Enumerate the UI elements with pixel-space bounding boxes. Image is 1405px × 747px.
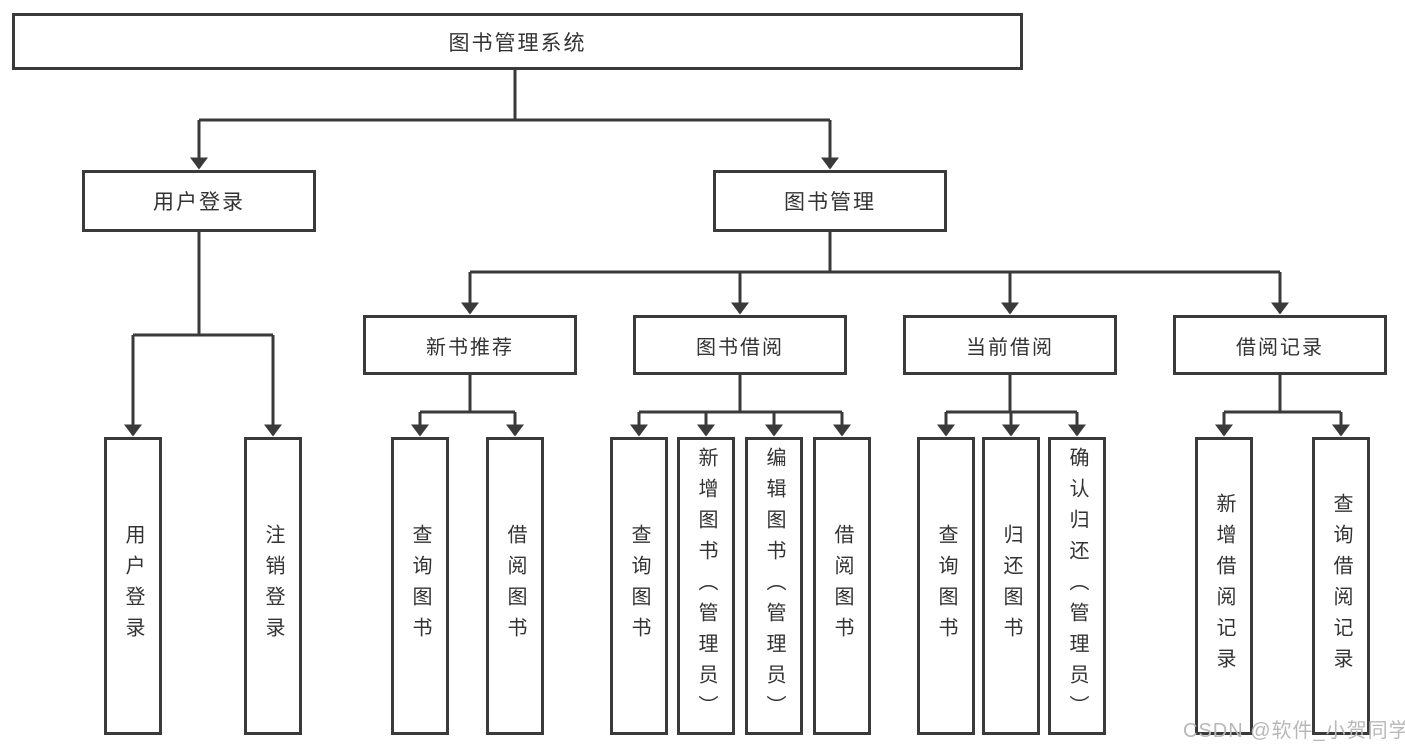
- leaf-return-books-label: 归还图书: [1000, 524, 1022, 648]
- leaf-query-books-current: 查询图书: [917, 437, 975, 735]
- leaf-user-login: 用户登录: [104, 437, 162, 735]
- leaf-borrow-books-recommend: 借阅图书: [486, 437, 544, 735]
- node-book-borrowing: 图书借阅: [633, 315, 847, 375]
- connector-trunks: [133, 70, 1341, 414]
- leaf-query-borrow-record-label: 查询借阅记录: [1330, 493, 1352, 679]
- leaf-confirm-return-admin: 确认归还（管理员）: [1048, 437, 1106, 735]
- node-borrow-records: 借阅记录: [1173, 315, 1387, 375]
- leaf-confirm-return-admin-label: 确认归还（管理员）: [1066, 446, 1088, 726]
- leaf-query-books-current-label: 查询图书: [935, 524, 957, 648]
- leaf-add-borrow-record: 新增借阅记录: [1195, 437, 1253, 735]
- node-book-management: 图书管理: [713, 170, 947, 232]
- leaf-edit-books-admin: 编辑图书（管理员）: [745, 437, 803, 735]
- node-user-login: 用户登录: [82, 170, 316, 232]
- leaf-add-borrow-record-label: 新增借阅记录: [1213, 493, 1235, 679]
- leaf-add-books-admin: 新增图书（管理员）: [677, 437, 735, 735]
- leaf-query-borrow-record: 查询借阅记录: [1312, 437, 1370, 735]
- leaf-query-books-borrowing: 查询图书: [610, 437, 668, 735]
- leaf-borrow-books-recommend-label: 借阅图书: [504, 524, 526, 648]
- leaf-logout: 注销登录: [244, 437, 302, 735]
- leaf-edit-books-admin-label: 编辑图书（管理员）: [763, 446, 785, 726]
- leaf-borrow-books-borrowing: 借阅图书: [813, 437, 871, 735]
- watermark-csdn: CSDN @软件_小贺同学: [1183, 720, 1405, 742]
- leaf-add-books-admin-label: 新增图书（管理员）: [695, 446, 717, 726]
- node-book-management-system: 图书管理系统: [12, 13, 1023, 70]
- leaf-borrow-books-borrowing-label: 借阅图书: [831, 524, 853, 648]
- leaf-query-books-recommend-label: 查询图书: [409, 524, 431, 648]
- node-new-book-recommend: 新书推荐: [363, 315, 577, 375]
- leaf-return-books: 归还图书: [982, 437, 1040, 735]
- node-current-borrowing: 当前借阅: [903, 315, 1117, 375]
- leaf-user-login-label: 用户登录: [122, 524, 144, 648]
- leaf-query-books-borrowing-label: 查询图书: [628, 524, 650, 648]
- leaf-logout-label: 注销登录: [262, 524, 284, 648]
- leaf-query-books-recommend: 查询图书: [391, 437, 449, 735]
